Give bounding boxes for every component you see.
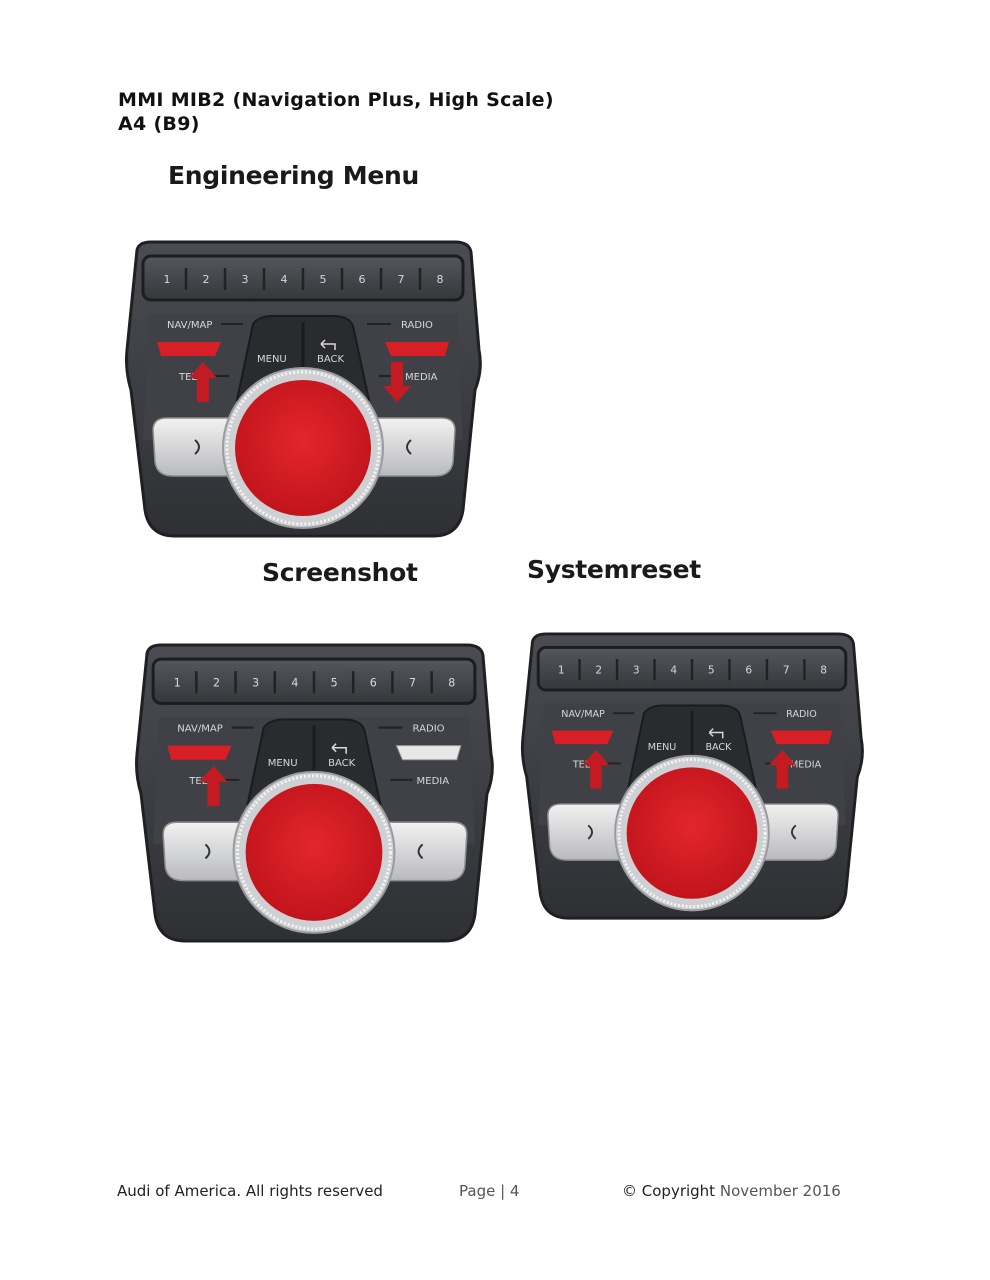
preset-label: 3 <box>633 665 640 677</box>
preset-label: 1 <box>174 676 181 689</box>
preset-label: 5 <box>331 676 338 689</box>
mmi-control-panel-illustration: 1 2 3 4 5 6 7 8 NAV/MAP RADIO MENU BACK TEL MED… <box>520 632 864 920</box>
svg-text:NAV/MAP: NAV/MAP <box>561 709 605 720</box>
header-title: MMI MIB2 (Navigation Plus, High Scale) <box>118 89 554 111</box>
svg-text:MEDIA: MEDIA <box>790 759 822 770</box>
preset-label: 1 <box>558 665 565 677</box>
caption-engineering-menu: Engineering Menu <box>168 161 419 190</box>
footer-page-number: Page | 4 <box>459 1182 520 1200</box>
svg-text:RADIO: RADIO <box>413 724 445 735</box>
svg-text:RADIO: RADIO <box>401 320 433 331</box>
preset-label: 6 <box>745 665 752 677</box>
preset-label: 4 <box>291 676 298 689</box>
preset-label: 2 <box>595 665 602 677</box>
svg-text:NAV/MAP: NAV/MAP <box>167 320 212 331</box>
preset-label: 7 <box>783 665 790 677</box>
caption-screenshot: Screenshot <box>262 558 418 587</box>
svg-text:TEL: TEL <box>188 776 207 787</box>
svg-text:RADIO: RADIO <box>786 709 817 720</box>
preset-label: 7 <box>398 273 405 286</box>
preset-label: 6 <box>370 676 377 689</box>
preset-label: 5 <box>320 273 327 286</box>
panel-screenshot: 1 2 3 4 5 6 7 8 NAV/MAP RADIO MENU BACK TEL MED… <box>133 643 495 945</box>
preset-label: 8 <box>820 665 827 677</box>
caption-systemreset: Systemreset <box>527 555 701 584</box>
footer-copyright: © Copyright November 2016 <box>622 1182 841 1200</box>
svg-text:MENU: MENU <box>257 354 287 365</box>
preset-label: 6 <box>359 273 366 286</box>
footer-copyright-label: © Copyright <box>622 1182 716 1200</box>
panel-systemreset: 1 2 3 4 5 6 7 8 NAV/MAP RADIO MENU BACK TEL MED… <box>519 632 865 922</box>
svg-text:BACK: BACK <box>317 354 345 365</box>
svg-text:MENU: MENU <box>648 742 677 753</box>
preset-label: 5 <box>708 665 715 677</box>
panel-engineering-menu: 1 2 3 4 5 6 7 8 NAV/MAP RADIO MENU BACK TEL MED… <box>123 240 483 540</box>
svg-text:MEDIA: MEDIA <box>417 776 450 787</box>
svg-text:MENU: MENU <box>268 758 298 769</box>
preset-label: 8 <box>448 676 455 689</box>
svg-text:MEDIA: MEDIA <box>405 372 438 383</box>
header-model: A4 (B9) <box>118 113 200 135</box>
preset-label: 3 <box>242 273 249 286</box>
svg-text:TEL: TEL <box>178 372 197 383</box>
preset-label: 3 <box>252 676 259 689</box>
svg-text:NAV/MAP: NAV/MAP <box>177 724 223 735</box>
svg-text:BACK: BACK <box>705 742 732 753</box>
mmi-control-panel-illustration: 1 2 3 4 5 6 7 8 NAV/MAP RADIO MENU BACK TEL MED… <box>125 240 482 538</box>
svg-text:BACK: BACK <box>328 758 356 769</box>
preset-label: 2 <box>203 273 210 286</box>
preset-label: 4 <box>670 665 677 677</box>
preset-label: 2 <box>213 676 220 689</box>
svg-text:TEL: TEL <box>572 759 591 770</box>
preset-label: 4 <box>281 273 288 286</box>
preset-label: 1 <box>164 273 171 286</box>
preset-label: 7 <box>409 676 416 689</box>
footer-rights: Audi of America. All rights reserved <box>117 1182 383 1200</box>
mmi-control-panel-illustration: 1 2 3 4 5 6 7 8 NAV/MAP RADIO MENU BACK TEL MED… <box>135 643 494 943</box>
preset-label: 8 <box>437 273 444 286</box>
footer-date: November 2016 <box>719 1182 841 1200</box>
document-header: MMI MIB2 (Navigation Plus, High Scale) A… <box>118 88 554 136</box>
